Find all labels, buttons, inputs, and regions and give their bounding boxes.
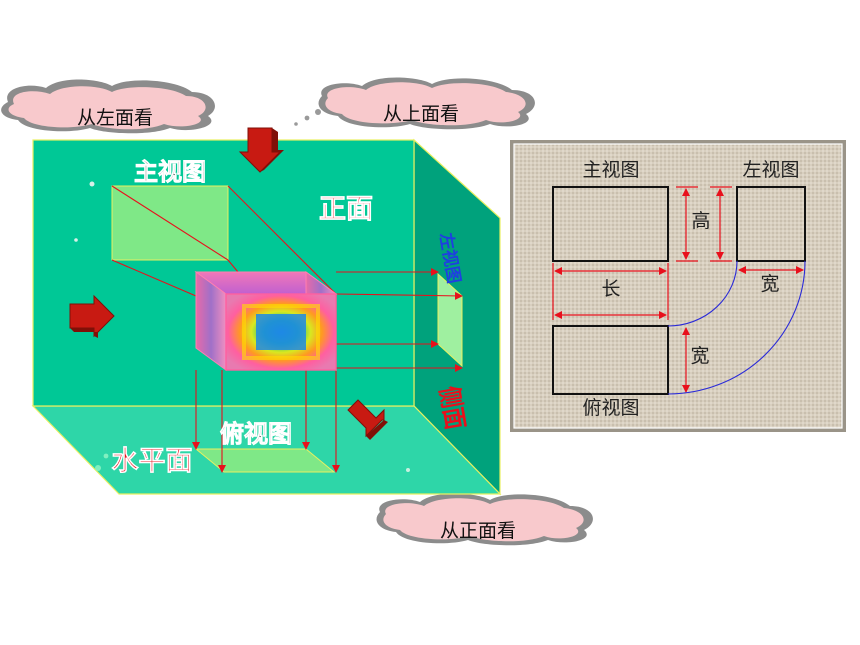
- cloud-label-from-left: 从左面看: [77, 107, 153, 129]
- panel-left-view-label: 左视图: [742, 159, 799, 181]
- panel-left-view-rect: [736, 186, 806, 262]
- width-label-left: 宽: [760, 273, 779, 295]
- transfer-arcs: [667, 260, 806, 395]
- arrow-from-left: [69, 294, 115, 338]
- panel-top-view-label: 俯视图: [582, 397, 639, 419]
- three-views-panel: 主视图 左视图 高 长 宽: [510, 140, 846, 432]
- side-face-label: 侧面: [434, 384, 471, 432]
- width-label-top: 宽: [690, 345, 709, 367]
- cloud-from-front: 从正面看: [376, 462, 593, 546]
- horizontal-plane-label: 水平面: [112, 446, 193, 477]
- cloud-label-from-front: 从正面看: [440, 520, 516, 542]
- front-view-label: 主视图: [134, 158, 206, 186]
- arrow-from-top: [238, 127, 284, 173]
- cloud-from-top: 从上面看: [294, 77, 535, 130]
- cloud-label-from-top: 从上面看: [383, 103, 459, 125]
- cuboid-object: [194, 271, 338, 371]
- panel-front-view-rect: [552, 186, 669, 262]
- panel-top-view-rect: [552, 325, 669, 395]
- length-dimension: [552, 263, 669, 320]
- front-face-label: 正面: [319, 194, 373, 225]
- height-dimension: [676, 186, 732, 262]
- length-label: 长: [601, 278, 620, 300]
- arrow-from-front: [347, 399, 388, 440]
- top-view-label: 俯视图: [220, 420, 292, 448]
- cloud-from-left: 从左面看: [1, 79, 215, 134]
- projection-box: 主视图 正面 左视图 侧面 俯视图 水平面: [31, 138, 502, 496]
- panel-front-view-label: 主视图: [582, 159, 639, 181]
- height-label: 高: [691, 210, 710, 232]
